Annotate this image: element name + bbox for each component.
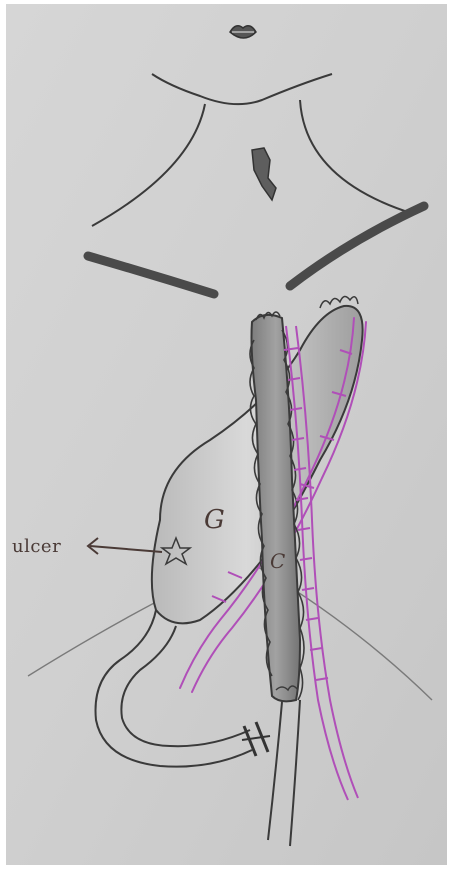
colon-label: C xyxy=(270,549,285,573)
stomach-label: G xyxy=(204,505,225,535)
ulcer-label: ulcer xyxy=(12,536,61,557)
